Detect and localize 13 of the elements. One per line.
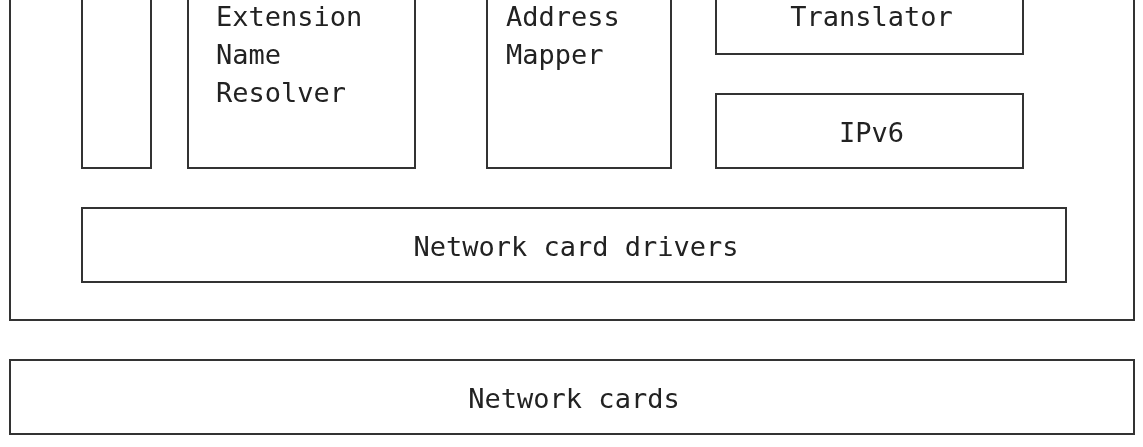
box-label: Translator	[789, 0, 954, 34]
box-label: IPv6	[838, 116, 905, 150]
component-box	[81, 207, 1067, 283]
component-box	[9, 359, 1135, 435]
box-label: Extension Name Resolver	[216, 0, 364, 110]
component-box	[486, 0, 672, 169]
box-label: Address Mapper	[506, 0, 621, 72]
frame-box	[81, 0, 152, 169]
component-box	[715, 93, 1024, 169]
box-label: Network card drivers	[412, 230, 740, 264]
frame-box	[9, 0, 1135, 321]
box-label: Network cards	[467, 382, 681, 416]
component-box	[187, 0, 416, 169]
